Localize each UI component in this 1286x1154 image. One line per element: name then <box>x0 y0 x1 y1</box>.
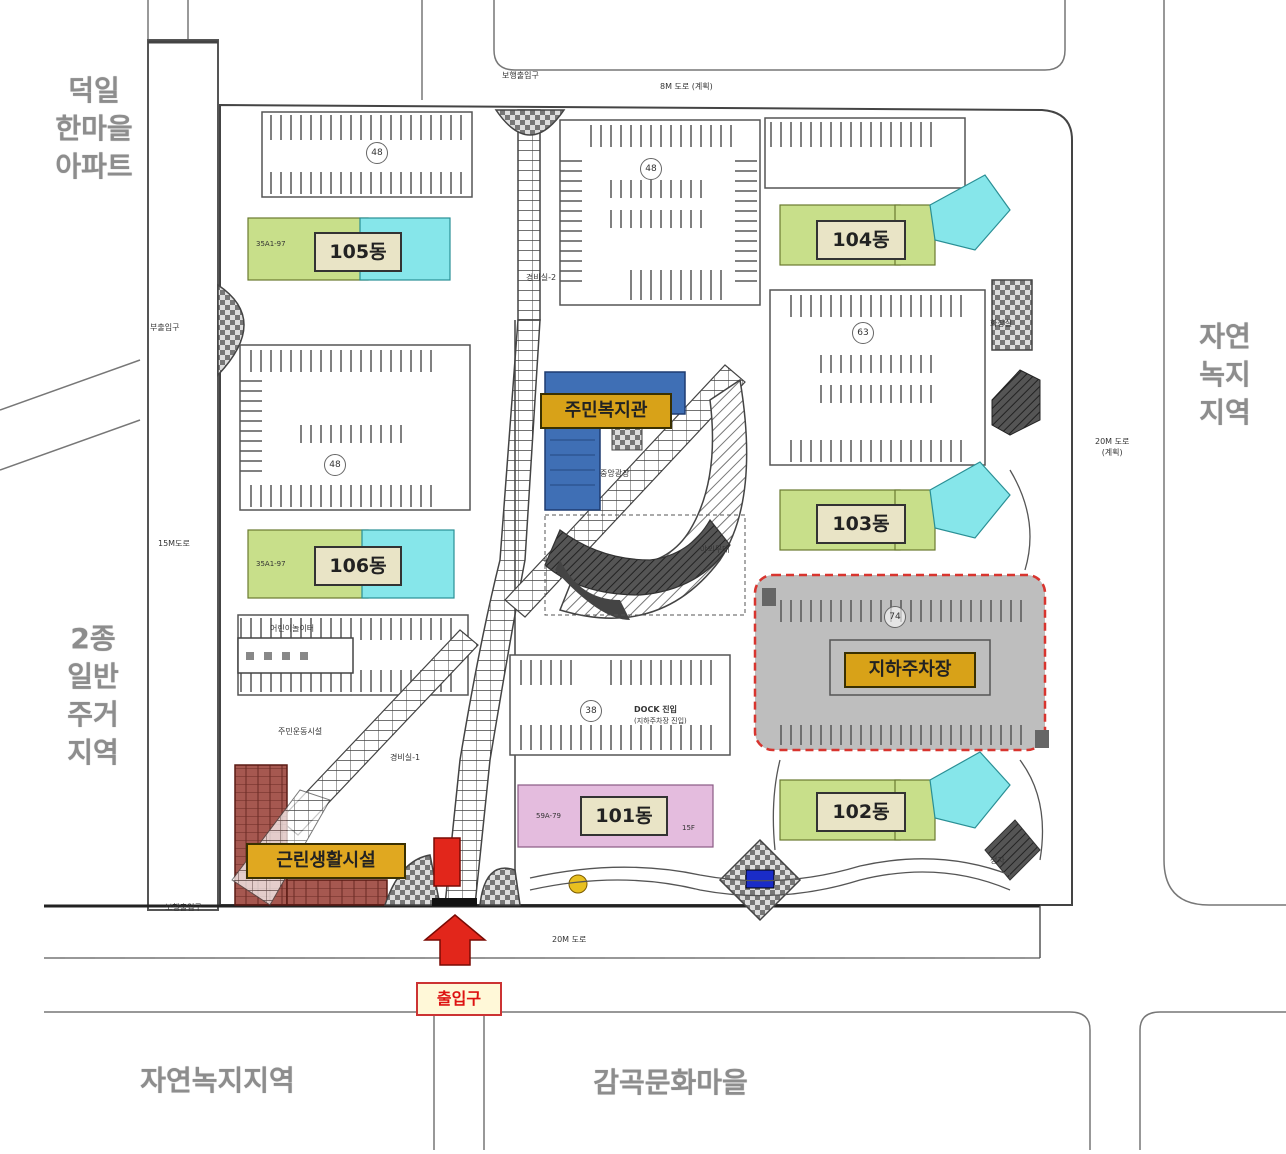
ramp-label: DOCK 진입 <box>634 705 678 714</box>
parking-w <box>239 344 471 511</box>
road-east-line1: 20M 도로 <box>1095 437 1130 446</box>
region-nw-line2: 한마을 <box>55 112 133 145</box>
building-106: 106동 <box>314 546 402 586</box>
west-road <box>147 39 219 911</box>
parking-count-w: 48 <box>324 454 346 476</box>
parking-s <box>509 654 731 756</box>
playground-label: 어린이놀이터 <box>270 624 315 633</box>
guard-house-1-label: 경비실-1 <box>390 753 421 762</box>
region-nw-line1: 덕일 <box>68 74 120 107</box>
region-west-line1: 2종 <box>70 622 116 655</box>
region-west-line4: 지역 <box>67 736 119 769</box>
gatehouse <box>433 837 461 887</box>
parking-count-basement: 74 <box>884 606 906 628</box>
south-pedestrian-gate-label: 보행출입구 <box>165 903 202 912</box>
west-sub-gate-label: 부출입구 <box>150 323 180 332</box>
region-north-west: 덕일 한마을 아파트 <box>48 72 140 186</box>
parking-count-s: 38 <box>580 700 602 722</box>
outdoor-stage-label: 야외무대 <box>700 545 730 554</box>
building-104: 104동 <box>816 220 906 260</box>
entrance-arrow <box>422 914 488 966</box>
floor-101: 15F <box>682 824 695 832</box>
north-walkway <box>517 109 541 321</box>
unit-type-101: 59A-79 <box>536 812 561 820</box>
parking-e <box>769 289 986 466</box>
underground-parking-label: 지하주차장 <box>844 652 976 688</box>
region-west-line3: 주거 <box>67 698 119 731</box>
unit-type-106: 35A1-97 <box>256 560 286 568</box>
region-nw-line3: 아파트 <box>55 150 133 183</box>
resident-sports-label: 주민운동시설 <box>278 727 323 736</box>
pavilion-label: 정자 <box>990 856 1005 865</box>
parking-n <box>559 119 761 306</box>
region-east-line3: 지역 <box>1199 396 1251 429</box>
road-west-label: 15M도로 <box>158 539 190 548</box>
toilet-label: 화장실 <box>990 319 1013 328</box>
region-east-line1: 자연 <box>1199 320 1251 353</box>
main-entrance-label: 출입구 <box>416 982 502 1016</box>
region-east: 자연 녹지 지역 <box>1190 318 1260 432</box>
north-pedestrian-gate-label: 보행출입구 <box>502 71 539 80</box>
region-south: 감곡문화마을 <box>593 1066 748 1099</box>
parking-count-e: 63 <box>852 322 874 344</box>
road-east-line2: (계획) <box>1101 448 1123 457</box>
region-west: 2종 일반 주거 지역 <box>58 620 128 772</box>
road-north-label: 8M 도로 (계획) <box>660 82 713 91</box>
parking-count-nw: 48 <box>366 142 388 164</box>
community-center-label: 주민복지관 <box>540 393 672 429</box>
retail-facility-label: 근린생활시설 <box>246 843 406 879</box>
guard-house-2-label: 경비실-2 <box>526 273 557 282</box>
region-east-line2: 녹지 <box>1199 358 1251 391</box>
building-103: 103동 <box>816 504 906 544</box>
plaza-label: 중앙광장 <box>600 469 630 478</box>
unit-type-105: 35A1-97 <box>256 240 286 248</box>
ramp-sub-label: (지하주차장 진입) <box>634 717 687 725</box>
region-south-west: 자연녹지지역 <box>140 1064 295 1097</box>
road-south-label: 20M 도로 <box>552 935 587 944</box>
parking-ne-top <box>764 117 966 189</box>
building-102: 102동 <box>816 792 906 832</box>
building-105: 105동 <box>314 232 402 272</box>
parking-count-n: 48 <box>640 158 662 180</box>
building-101: 101동 <box>580 796 668 836</box>
region-west-line2: 일반 <box>67 660 119 693</box>
road-east-label: 20M 도로 (계획) <box>1095 436 1129 458</box>
